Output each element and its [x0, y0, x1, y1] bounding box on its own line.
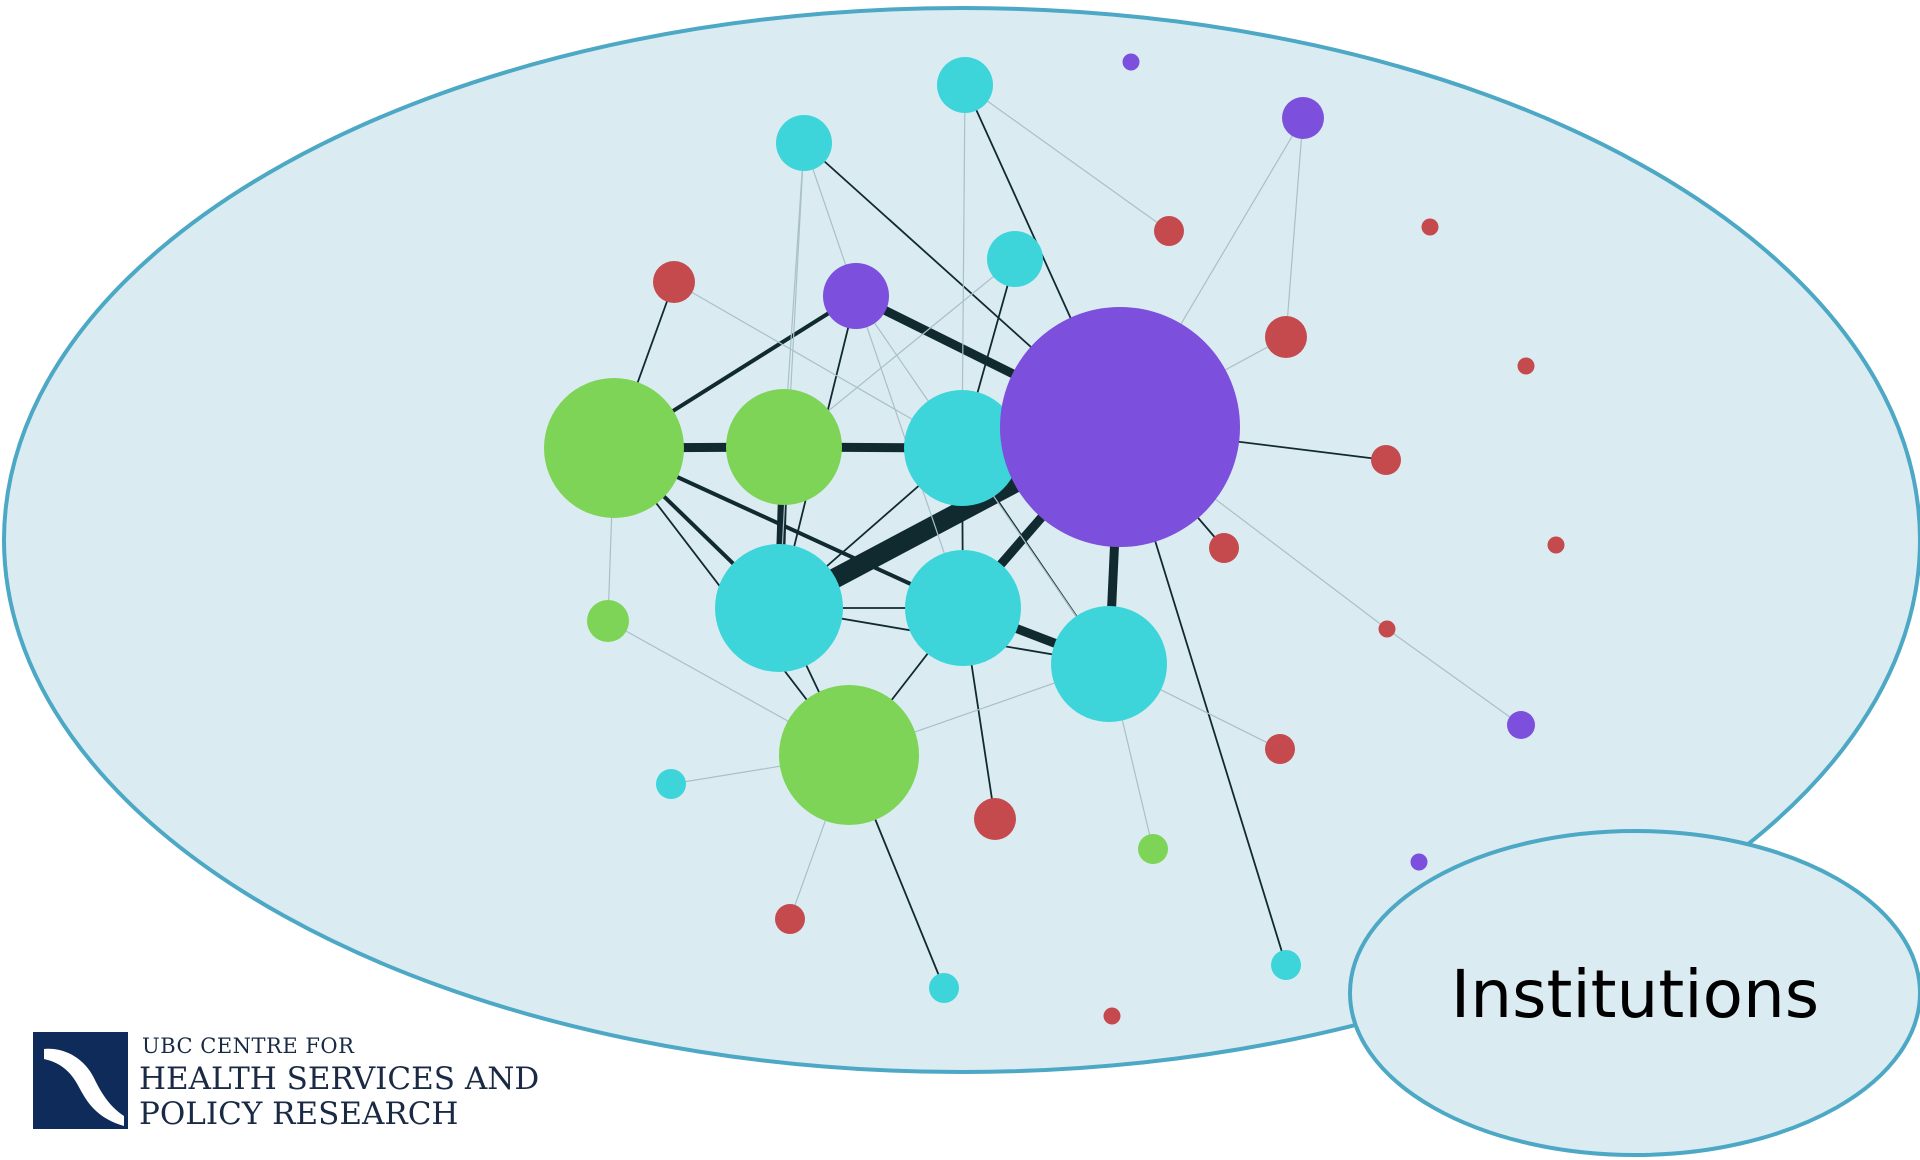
- logo-swoosh-icon: [44, 1048, 124, 1126]
- institutions-bubble-ellipse: [1348, 829, 1920, 1157]
- node-purple-p3: [1282, 97, 1324, 139]
- node-cyan-c10: [929, 973, 959, 1003]
- edge-c1-c6: [778, 142, 805, 609]
- node-green-g2: [726, 389, 842, 505]
- node-cyan-c9: [656, 769, 686, 799]
- node-cyan-c3: [905, 550, 1021, 666]
- logo-line-3: POLICY RESEARCH: [139, 1096, 458, 1132]
- node-green-g1: [544, 378, 684, 518]
- institutions-label: Institutions: [1451, 956, 1819, 1033]
- node-red-r6: [1265, 316, 1307, 358]
- node-purple-p5: [1507, 711, 1535, 739]
- edge-c5-r4: [964, 84, 1170, 232]
- edge-r10-p5: [1386, 628, 1522, 726]
- node-red-r7: [1371, 445, 1401, 475]
- ubc-chspr-logo: UBC CENTRE FOR HEALTH SERVICES AND POLIC…: [33, 1032, 539, 1132]
- edge-c6-c3: [803, 142, 964, 609]
- node-red-r12: [1547, 536, 1565, 554]
- node-purple-p4: [1122, 53, 1140, 71]
- node-red-r3: [775, 904, 805, 934]
- institutions-bubble: Institutions: [1348, 829, 1920, 1157]
- node-red-r4: [1154, 216, 1184, 246]
- node-red-r5: [1265, 734, 1295, 764]
- node-purple-p2: [823, 263, 889, 329]
- node-cyan-c1: [715, 544, 843, 672]
- node-red-r10: [1378, 620, 1396, 638]
- node-purple-p6: [1410, 853, 1428, 871]
- node-cyan-c2: [904, 390, 1020, 506]
- node-red-r8: [1209, 533, 1239, 563]
- node-cyan-c5: [937, 57, 993, 113]
- node-red-r13: [1103, 1007, 1121, 1025]
- node-red-r11: [1517, 357, 1535, 375]
- edge-c5-c2: [961, 84, 966, 449]
- node-green-g4: [587, 600, 629, 642]
- node-cyan-c6: [776, 115, 832, 171]
- node-cyan-c7: [987, 231, 1043, 287]
- edge-p3-r6: [1285, 117, 1304, 338]
- logo-line-1: UBC CENTRE FOR: [142, 1034, 355, 1058]
- node-red-r9: [1421, 218, 1439, 236]
- node-cyan-c4: [1051, 606, 1167, 722]
- node-green-g5: [1138, 834, 1168, 864]
- node-green-g3: [779, 685, 919, 825]
- logo-line-2: HEALTH SERVICES AND: [139, 1061, 539, 1097]
- node-purple-p1: [1000, 307, 1240, 547]
- node-cyan-c8: [1271, 950, 1301, 980]
- node-red-r2: [974, 798, 1016, 840]
- network-nodes: [544, 53, 1565, 1025]
- node-red-r1: [653, 261, 695, 303]
